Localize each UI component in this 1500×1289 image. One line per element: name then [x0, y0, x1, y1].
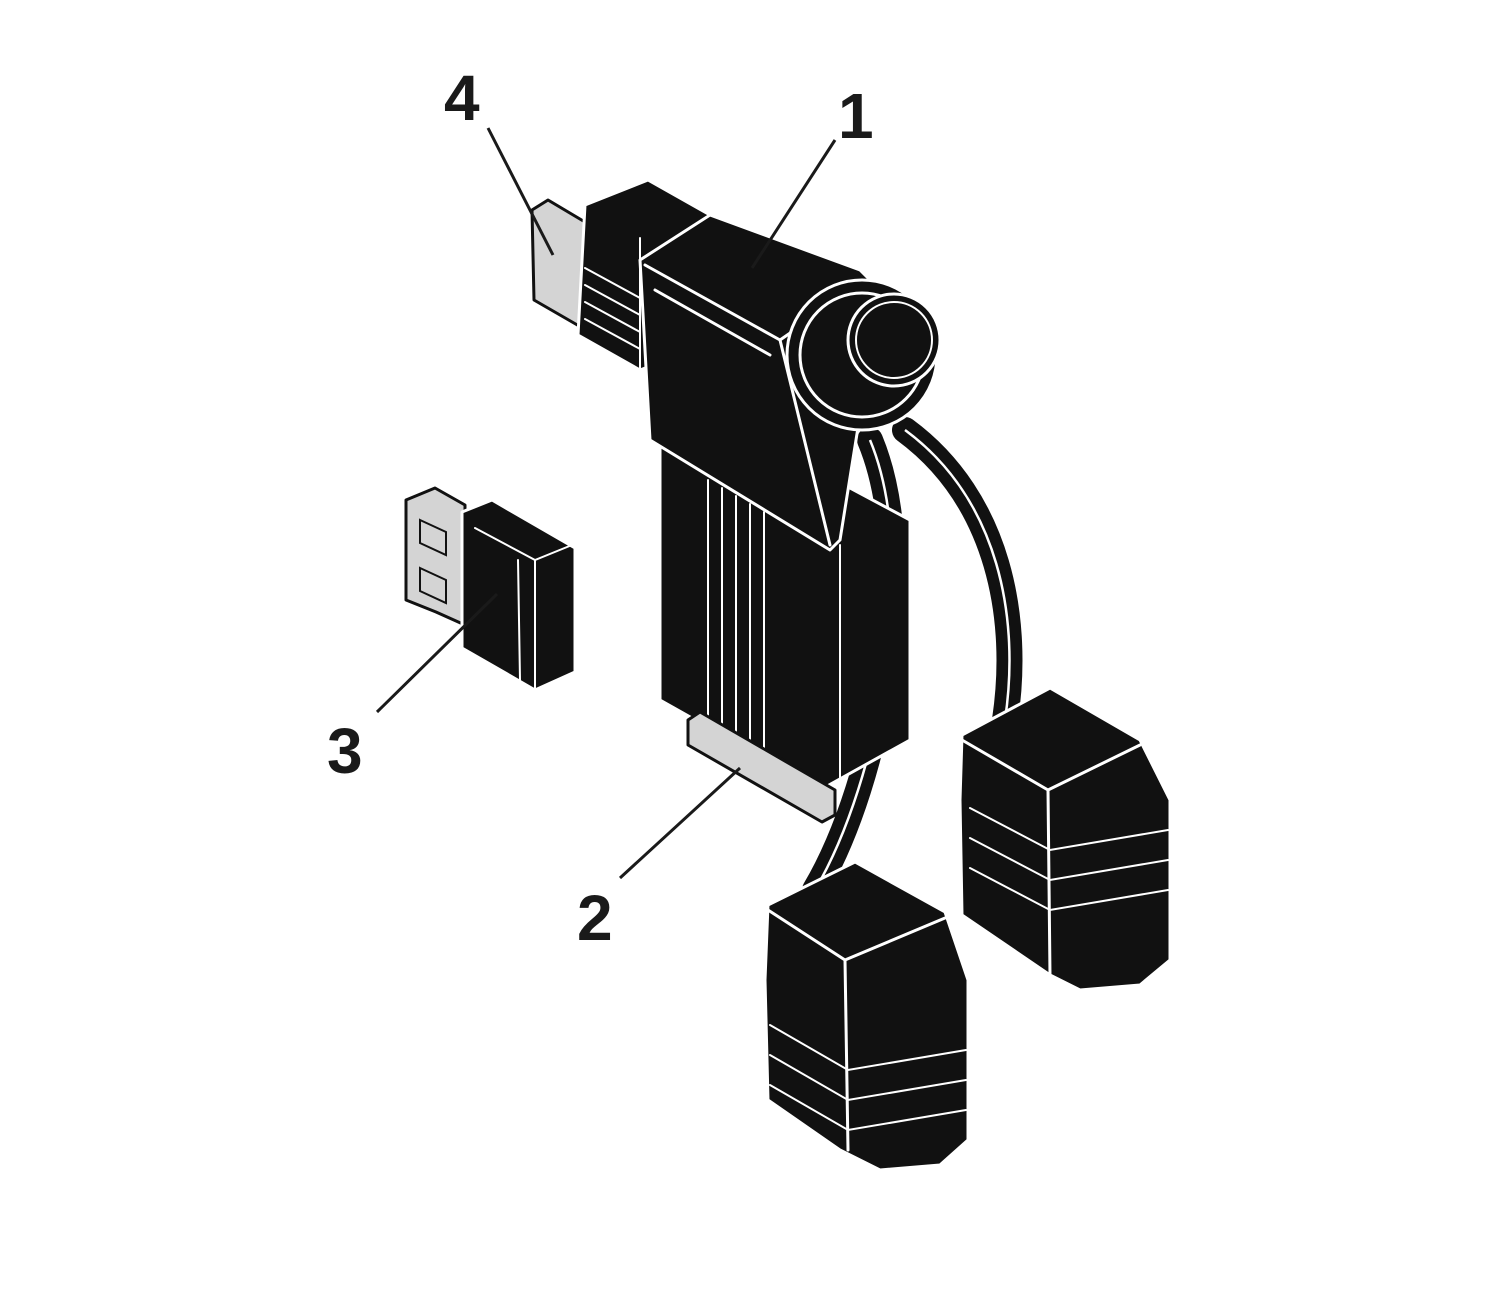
bottom-plug: [686, 710, 837, 824]
callout-label-4: 4: [444, 62, 480, 134]
leader-lines: [375, 127, 837, 880]
callout-labels: 1 2 3 4: [327, 62, 874, 954]
callout-label-1: 1: [838, 80, 874, 152]
leader-line-1: [750, 139, 837, 269]
leader-line-2: [618, 766, 742, 880]
leader-line-3: [375, 592, 499, 714]
adapter-housing: [638, 213, 942, 792]
callout-label-3: 3: [327, 715, 363, 787]
leader-line-4: [486, 127, 555, 256]
callout-label-2: 2: [577, 882, 613, 954]
left-cap: [763, 860, 970, 1172]
usb-receiver: [404, 486, 577, 692]
right-cap: [958, 686, 1172, 992]
